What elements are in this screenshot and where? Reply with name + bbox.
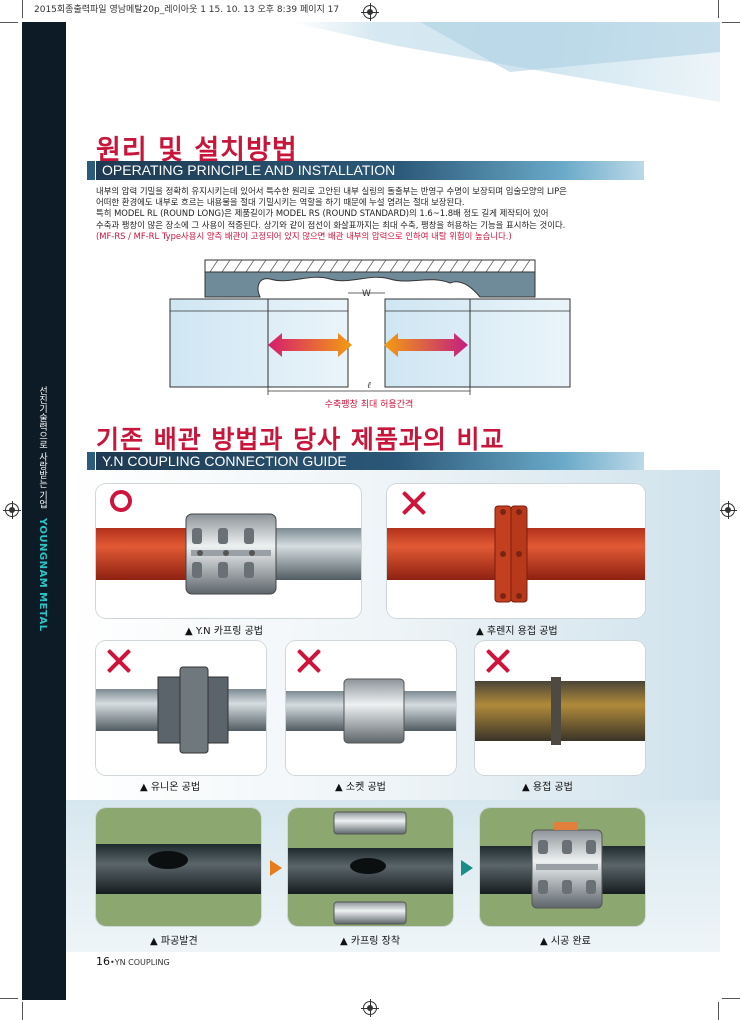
rejected-mark	[296, 648, 322, 674]
section1-subtitle: OPERATING PRINCIPLE AND INSTALLATION	[96, 161, 644, 180]
socket-fitting	[343, 678, 405, 744]
seal-gasket	[204, 271, 536, 298]
section1-paragraph: 내부의 압력 기밀을 정확히 유지시키는데 있어서 특수한 원리로 고안된 내부…	[96, 186, 636, 242]
paragraph-line: 내부의 압력 기밀을 정확히 유지시키는데 있어서 특수한 원리로 고안된 내부…	[96, 186, 567, 196]
crop-mark	[0, 998, 18, 999]
registration-mark	[361, 999, 379, 1017]
registration-mark	[719, 501, 737, 519]
band-tab	[87, 452, 95, 471]
band-tab	[87, 161, 95, 180]
footer: 16•YN COUPLING	[96, 955, 170, 968]
page-number: 16	[96, 955, 110, 968]
photo-step-find-hole	[96, 808, 261, 926]
crop-mark	[722, 998, 740, 999]
caption-step-complete: ▲ 시공 완료	[540, 936, 591, 947]
step-arrow	[270, 860, 282, 876]
crop-mark	[22, 1002, 23, 1020]
coupling-upper-half	[333, 811, 407, 835]
crop-mark	[722, 22, 740, 23]
coupling-diagram: W ℓ 수축팽창 최대 허용간격	[169, 259, 571, 410]
print-header: 2015회종출력파일 영남메탈20p_레이아웃 1 15. 10. 13 오후 …	[34, 5, 340, 15]
photo-flange-weld	[387, 484, 645, 618]
sidebar-brand: YOUNGNAM METAL	[37, 517, 48, 632]
rejected-mark	[485, 648, 511, 674]
expansion-arrow-left	[268, 333, 352, 357]
photo-step-attach-coupling	[288, 808, 453, 926]
crop-mark	[22, 0, 23, 18]
sidebar	[22, 22, 66, 1000]
coupling-lower-half	[333, 901, 407, 925]
weld-seam	[551, 677, 561, 745]
rejected-mark	[106, 648, 132, 674]
union-nut	[179, 666, 209, 754]
paragraph-note: (MF-RS / MF-RL Type사용시 양측 배관이 고정되어 있지 않으…	[96, 230, 512, 241]
registration-mark	[361, 3, 379, 21]
caption-socket: ▲ 소켓 공법	[335, 782, 386, 793]
approved-mark	[110, 490, 132, 512]
crop-mark	[718, 0, 719, 18]
caption-step-find-hole: ▲ 파공발견	[150, 936, 198, 947]
paragraph-line: 수축과 팽창이 많은 장소에 그 사용이 적중된다. 상기와 같이 점선이 화살…	[96, 219, 566, 230]
expansion-arrow-right	[384, 333, 468, 357]
step-arrow	[461, 860, 473, 876]
photo-step-complete	[480, 808, 645, 926]
footer-label: YN COUPLING	[114, 958, 170, 967]
sidebar-tagline: 선진기술력으로 사랑받는 기업	[37, 386, 47, 509]
crop-mark	[0, 22, 18, 23]
dimension-l: ℓ	[367, 381, 371, 391]
registration-mark	[3, 501, 21, 519]
paragraph-line: 특히 MODEL RL (ROUND LONG)은 제품길이가 MODEL RS…	[96, 208, 549, 219]
footer-separator: •	[110, 958, 115, 967]
section2-title: 기존 배관 방법과 당사 제품과의 비교	[96, 425, 505, 454]
sidebar-text: 선진기술력으로 사랑받는 기업 YOUNGNAM METAL	[36, 386, 49, 631]
pipe-hole	[148, 851, 188, 869]
crop-mark	[718, 1002, 719, 1020]
caption-flange-weld: ▲ 후렌지 용접 공법	[476, 626, 558, 637]
section2-subtitle: Y.N COUPLING CONNECTION GUIDE	[96, 452, 644, 471]
caption-yn-coupling: ▲ Y.N 카프링 공법	[185, 626, 263, 637]
caption-union: ▲ 유니온 공법	[140, 782, 201, 793]
caption-step-attach: ▲ 카프링 장착	[340, 936, 401, 947]
photo-yn-coupling	[96, 484, 361, 618]
diagram-caption: 수축팽창 최대 허용간격	[325, 398, 414, 410]
dimension-w: W	[362, 289, 371, 299]
rejected-mark	[401, 490, 427, 516]
section1-title: 원리 및 설치방법	[96, 135, 298, 166]
paragraph-line: 어떠한 환경에도 내부로 흐르는 내용물을 절대 기밀시키는 역할을 하기 때문…	[96, 197, 465, 208]
photo-welding	[475, 641, 645, 775]
caption-welding: ▲ 용접 공법	[522, 782, 573, 793]
